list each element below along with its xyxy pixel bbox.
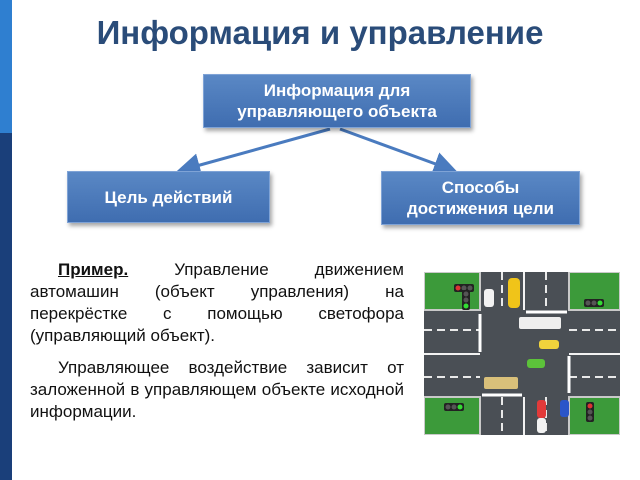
arrow-to-goal <box>176 127 331 177</box>
grass-bottom-right <box>569 397 620 435</box>
side-strip-top <box>0 0 12 133</box>
goal-box: Цель действий <box>67 171 270 223</box>
bus-icon <box>519 317 561 329</box>
traffic-light-icon <box>586 402 594 422</box>
grass-bottom-left <box>424 397 480 435</box>
example-paragraph-2: Управляющее воздействие зависит от залож… <box>30 357 404 423</box>
side-strip-bottom <box>0 133 12 480</box>
car-icon <box>537 418 546 433</box>
example-text-2: Управляющее воздействие зависит от залож… <box>30 358 404 421</box>
traffic-light-icon <box>462 290 470 310</box>
info-box: Информация для управляющего объекта <box>203 74 471 128</box>
example-lead: Пример. <box>58 260 129 279</box>
traffic-light-icon <box>454 284 474 292</box>
methods-box-line2: достижения цели <box>407 199 554 218</box>
example-paragraph-1: Пример. Управление движением автомашин (… <box>30 259 404 347</box>
car-icon <box>539 340 559 349</box>
car-icon <box>527 359 545 368</box>
car-icon <box>560 400 569 417</box>
car-icon <box>508 278 520 308</box>
traffic-light-icon <box>444 403 464 411</box>
traffic-light-icon <box>584 299 604 307</box>
car-icon <box>484 289 494 307</box>
methods-box-line1: Способы <box>441 178 520 197</box>
intersection-image <box>424 272 620 435</box>
info-box-line2: управляющего объекта <box>237 102 437 121</box>
goal-box-label: Цель действий <box>104 187 233 207</box>
info-box-line1: Информация для <box>263 81 411 100</box>
truck-icon <box>484 377 518 389</box>
page-title: Информация и управление <box>96 14 544 51</box>
example-text: Пример. Управление движением автомашин (… <box>30 259 404 433</box>
methods-box: Способы достижения цели <box>381 171 580 225</box>
example-text-1: Управление движением автомашин (объект у… <box>30 260 404 345</box>
arrow-to-methods <box>339 127 458 176</box>
car-icon <box>537 400 546 418</box>
